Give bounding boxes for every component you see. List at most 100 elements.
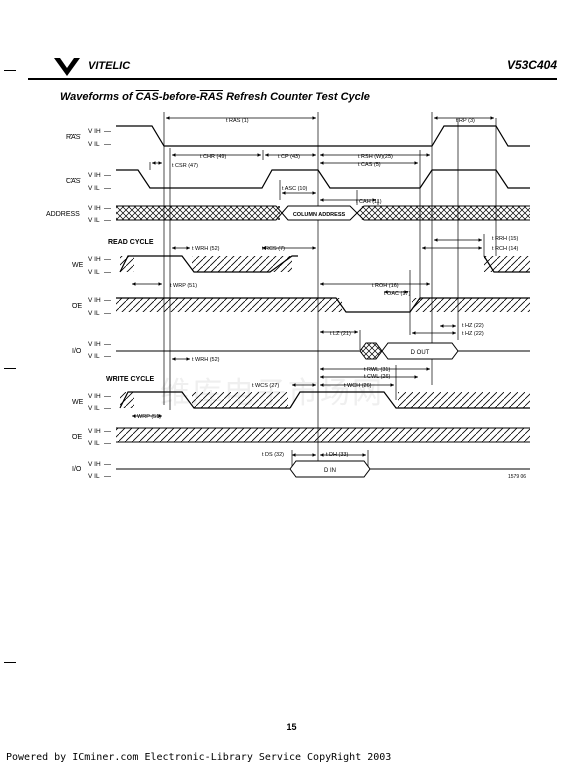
signal-label-address: ADDRESS xyxy=(46,211,80,218)
we-read-hatch xyxy=(484,256,530,272)
timing-label: t DH (33) xyxy=(326,452,348,458)
level-dash: — xyxy=(104,393,111,400)
level-vih: V IH xyxy=(88,297,101,304)
timing-label: t RSH (W)(25) xyxy=(358,154,393,160)
oe-read-hatch xyxy=(116,298,342,312)
timing-label: t RWL (31) xyxy=(364,367,390,373)
we-read-hatch xyxy=(192,256,292,272)
level-dash: — xyxy=(104,205,111,212)
io-read-transition xyxy=(359,342,383,360)
level-dash: — xyxy=(104,310,111,317)
timing-label: t CP (43) xyxy=(278,154,300,160)
level-dash: — xyxy=(104,185,111,192)
oe-write-hatch xyxy=(116,428,530,442)
timing-label: t ASC (10) xyxy=(282,186,308,192)
margin-tick xyxy=(4,368,16,369)
title-ras: RAS xyxy=(199,91,224,103)
din-label: D IN xyxy=(324,468,336,474)
level-vil: V IL xyxy=(88,473,100,480)
reference-lines xyxy=(149,112,497,470)
timing-label: t WRH (52) xyxy=(192,357,220,363)
level-dash: — xyxy=(104,217,111,224)
title-mid: -before- xyxy=(158,91,200,103)
level-vil: V IL xyxy=(88,185,100,192)
brand-name: VITELIC xyxy=(88,60,131,72)
signal-label-io-write: I/O xyxy=(72,466,82,473)
timing-label: t CHR (49) xyxy=(200,154,226,160)
timing-label: t WCS (27) xyxy=(252,383,279,389)
timing-label: t WRP (51) xyxy=(134,414,161,420)
vitelic-logo xyxy=(54,58,80,76)
level-dash: — xyxy=(104,297,111,304)
header-rule xyxy=(28,78,557,80)
level-vih: V IH xyxy=(88,205,101,212)
level-dash: — xyxy=(104,405,111,412)
signal-label-oe-write: OE xyxy=(72,434,82,441)
address-bus-right xyxy=(356,205,530,221)
figure-id: 1579 06 xyxy=(508,474,526,480)
level-vil: V IL xyxy=(88,269,100,276)
level-vil: V IL xyxy=(88,440,100,447)
part-number: V53C404 xyxy=(506,58,557,72)
we-write-hatch xyxy=(192,392,288,408)
timing-label: t ROH (16) xyxy=(372,283,399,289)
title-prefix: Waveforms of xyxy=(60,91,136,103)
read-cycle-label: READ CYCLE xyxy=(108,239,154,246)
margin-tick xyxy=(4,70,16,71)
timing-label: t DS (32) xyxy=(262,452,284,458)
level-vih: V IH xyxy=(88,256,101,263)
level-vil: V IL xyxy=(88,217,100,224)
level-vih: V IH xyxy=(88,172,101,179)
oe-read-hatch xyxy=(412,298,530,312)
level-dash: — xyxy=(104,269,111,276)
level-vih: V IH xyxy=(88,341,101,348)
signal-label-io-read: I/O xyxy=(72,348,82,355)
column-address-label: COLUMN ADDRESS xyxy=(293,212,346,218)
footer-copyright: Powered by ICminer.com Electronic-Librar… xyxy=(6,752,392,763)
we-write-hatch xyxy=(398,392,530,408)
timing-label: t CAS (5) xyxy=(358,162,381,168)
timing-label: t RCS (7) xyxy=(262,246,285,252)
level-vil: V IL xyxy=(88,310,100,317)
write-cycle-label: WRITE CYCLE xyxy=(106,376,155,383)
level-dash: — xyxy=(104,341,111,348)
timing-label: t WRP (51) xyxy=(170,283,197,289)
margin-tick xyxy=(4,662,16,663)
timing-label: t HZ (22) xyxy=(462,323,484,329)
signal-label-we-write: WE xyxy=(72,399,84,406)
level-vih: V IH xyxy=(88,128,101,135)
level-dash: — xyxy=(104,172,111,179)
address-dont-care xyxy=(360,206,530,220)
level-dash: — xyxy=(104,461,111,468)
level-vih: V IH xyxy=(88,393,101,400)
signal-label-oe-read: OE xyxy=(72,303,82,310)
cas-waveform xyxy=(116,169,530,189)
page-title: Waveforms of CAS-before-RAS Refresh Coun… xyxy=(60,91,370,103)
title-cas: CAS xyxy=(135,91,159,103)
we-read-waveform xyxy=(483,255,530,273)
page-number: 15 xyxy=(286,722,297,732)
address-dont-care xyxy=(116,206,280,220)
timing-label: t RRH (15) xyxy=(492,236,518,242)
level-vil: V IL xyxy=(88,353,100,360)
timing-label: t CWL (26) xyxy=(364,374,391,380)
signal-label-ras: RAS xyxy=(66,134,81,141)
level-dash: — xyxy=(104,128,111,135)
timing-label: t OAC (17) xyxy=(384,291,410,297)
level-vih: V IH xyxy=(88,461,101,468)
level-vil: V IL xyxy=(88,141,100,148)
level-vih: V IH xyxy=(88,428,101,435)
dout-label: D OUT xyxy=(411,350,430,356)
level-dash: — xyxy=(104,440,111,447)
signal-label-cas: CAS xyxy=(66,178,81,185)
level-vil: V IL xyxy=(88,405,100,412)
level-dash: — xyxy=(104,473,111,480)
signal-label-we-read: WE xyxy=(72,262,84,269)
we-write-hatch xyxy=(120,392,134,408)
timing-label: t LZ (21) xyxy=(330,331,351,337)
timing-label: t CSR (47) xyxy=(172,163,198,169)
timing-label: t RP (3) xyxy=(456,118,475,124)
ras-waveform xyxy=(116,125,530,147)
level-dash: — xyxy=(104,256,111,263)
